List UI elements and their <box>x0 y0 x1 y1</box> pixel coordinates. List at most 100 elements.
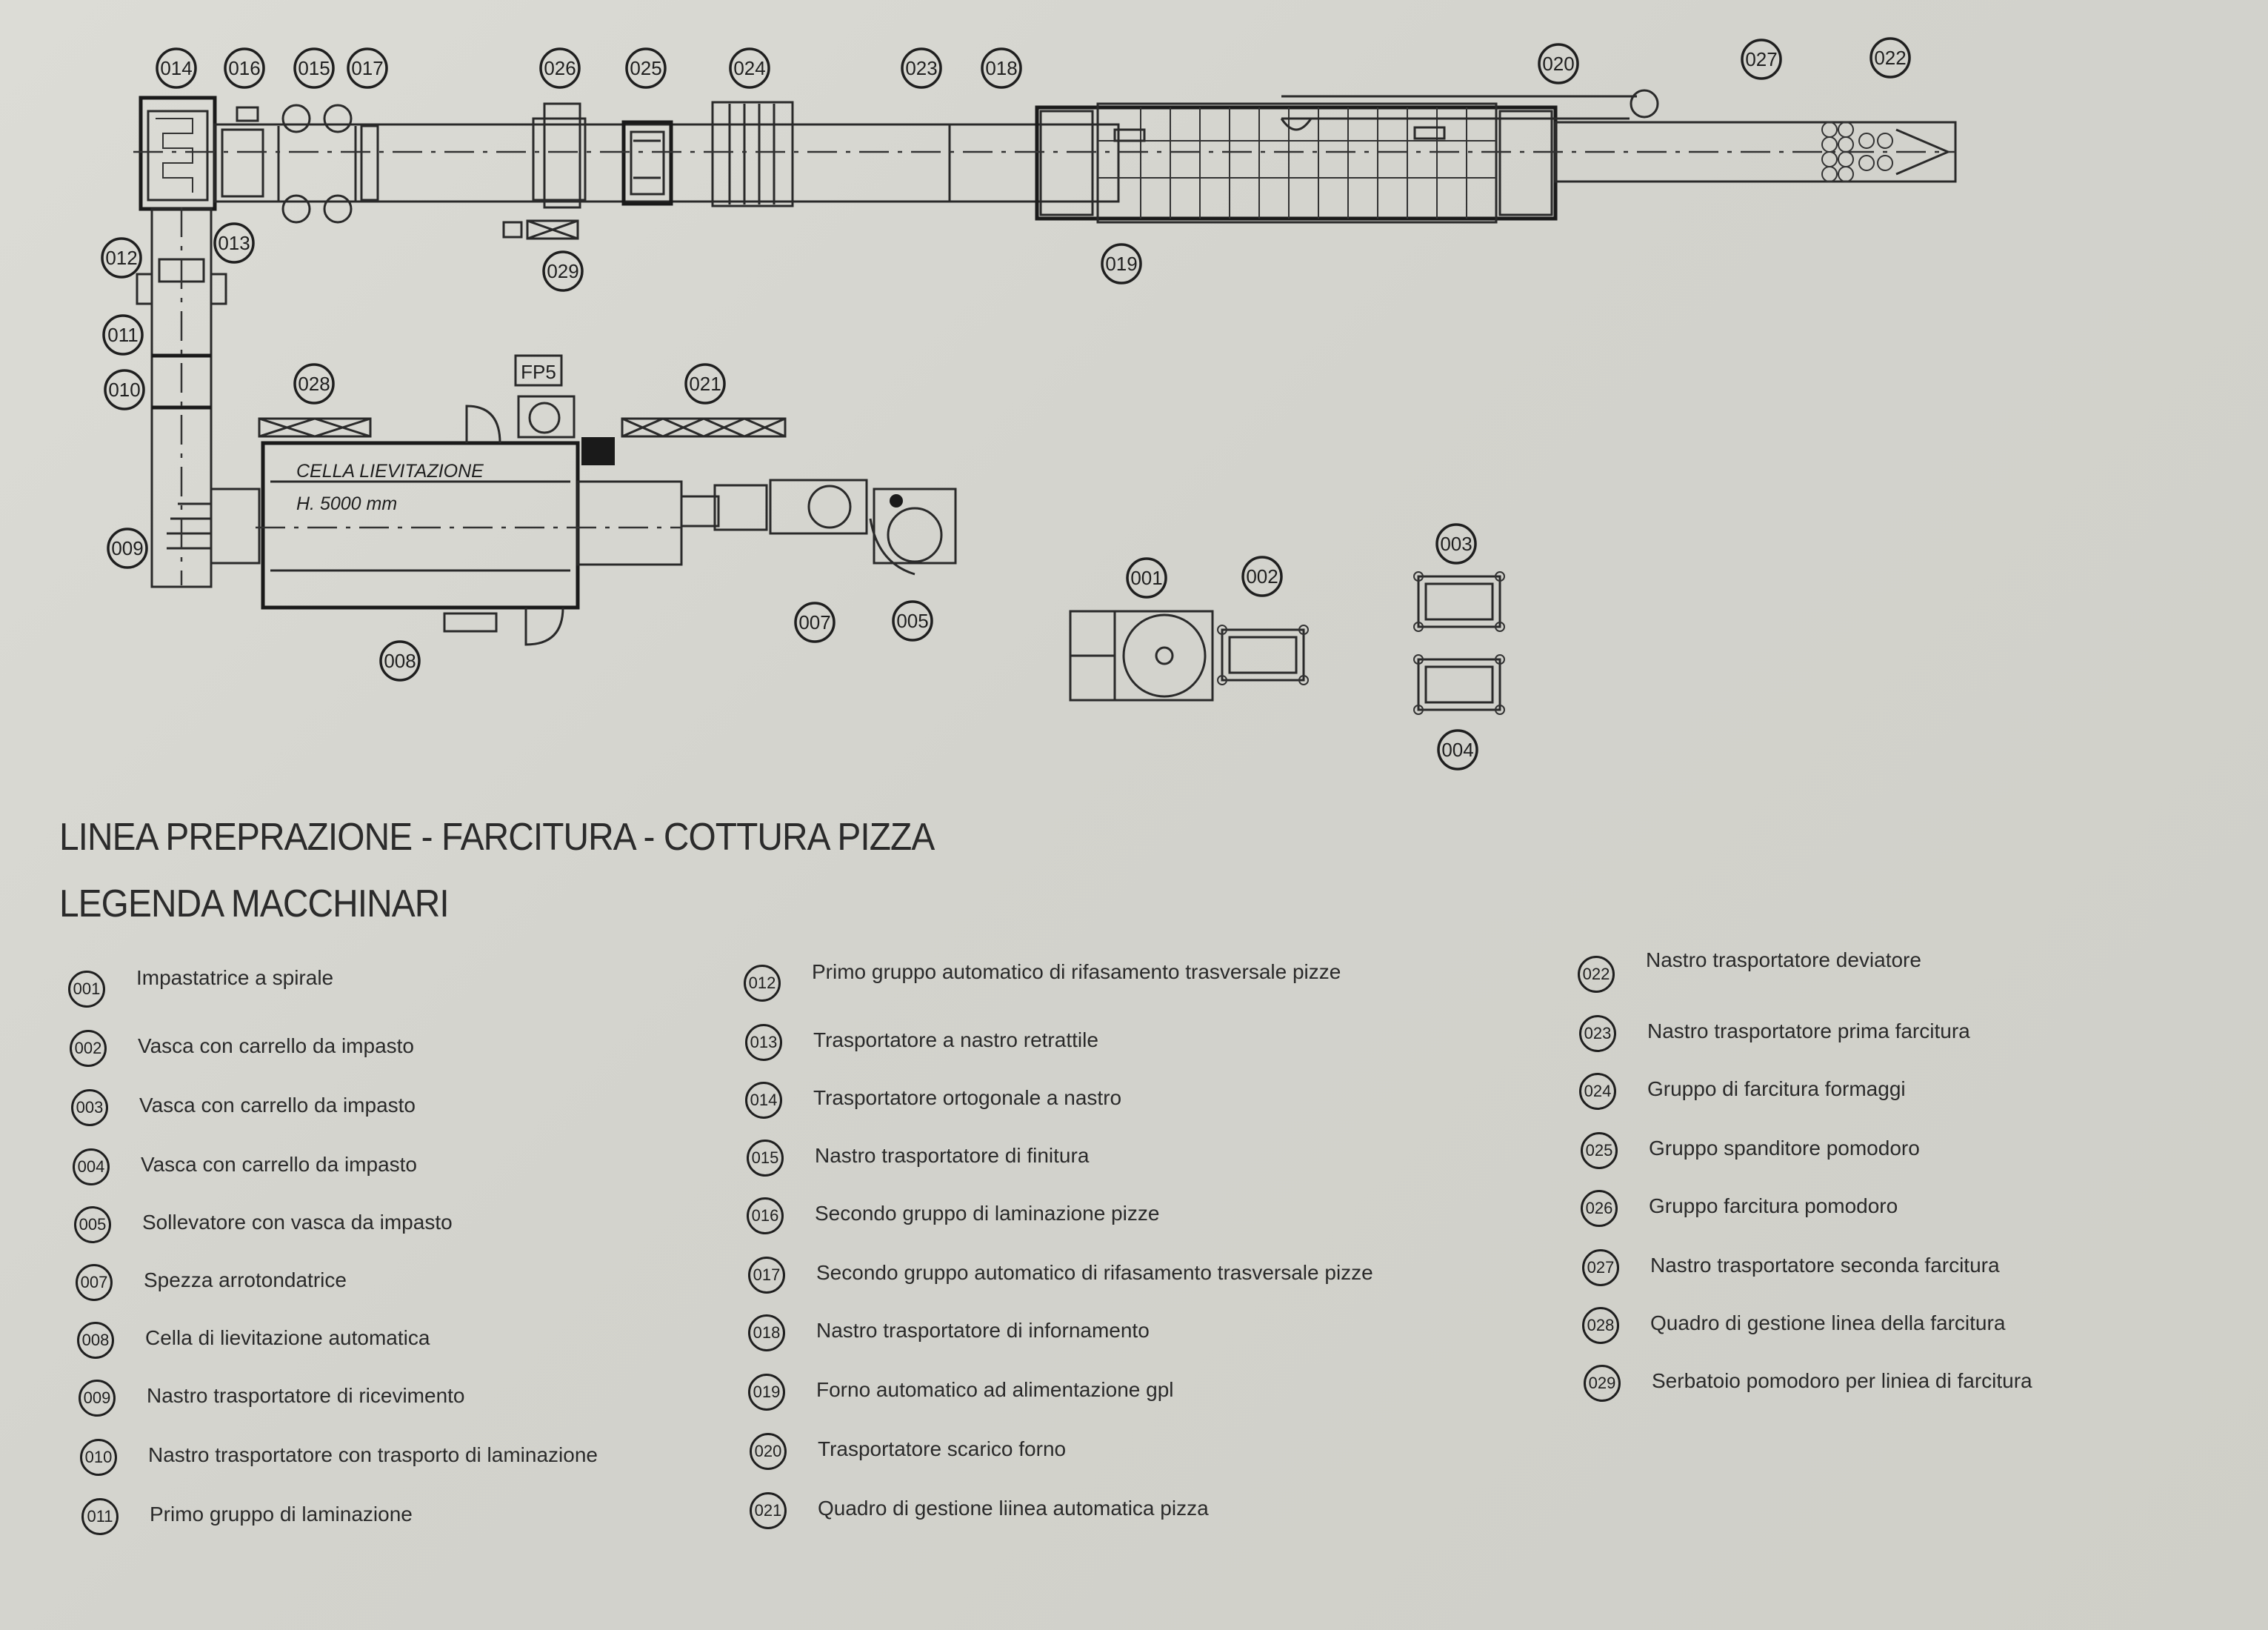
svg-text:029: 029 <box>547 260 578 282</box>
callout-007: 007 <box>794 602 836 643</box>
callout-023: 023 <box>901 47 942 89</box>
left-vertical-conveyor <box>136 207 261 588</box>
legend-text: Impastatrice a spirale <box>136 966 334 989</box>
legend-code: 012 <box>744 965 781 1002</box>
svg-text:027: 027 <box>1745 48 1777 70</box>
callout-014: 014 <box>156 47 197 89</box>
svg-text:020: 020 <box>1542 53 1574 75</box>
callout-011: 011 <box>102 314 144 356</box>
legend-text: Nastro trasportatore di ricevimento <box>147 1384 465 1407</box>
svg-text:007: 007 <box>798 611 830 633</box>
svg-text:024: 024 <box>733 57 765 79</box>
legend-code: 019 <box>748 1374 785 1411</box>
legend-code: 016 <box>747 1197 784 1234</box>
svg-text:022: 022 <box>1874 47 1906 69</box>
legend-code: 007 <box>76 1264 113 1301</box>
callout-029: 029 <box>542 250 584 292</box>
legend-text: Quadro di gestione linea della farcitura <box>1650 1311 2006 1334</box>
svg-text:009: 009 <box>111 537 143 559</box>
legend-title: LEGENDA MACCHINARI <box>59 882 450 925</box>
legend-text: Nastro trasportatore prima farcitura <box>1647 1019 1970 1042</box>
legend-text: Sollevatore con vasca da impasto <box>142 1211 453 1234</box>
callout-019: 019 <box>1101 243 1142 285</box>
callout-008: 008 <box>379 640 421 682</box>
legend-text: Trasportatore ortogonale a nastro <box>813 1086 1122 1109</box>
cell-height-label: H. 5000 mm <box>296 493 397 514</box>
legend-text: Trasportatore scarico forno <box>818 1437 1067 1460</box>
svg-text:019: 019 <box>1105 253 1137 275</box>
callout-004: 004 <box>1437 729 1478 771</box>
svg-text:018: 018 <box>985 57 1017 79</box>
legend-text: Serbatoio pomodoro per liniea di farcitu… <box>1652 1369 2032 1392</box>
legend-code: 008 <box>77 1322 114 1359</box>
svg-text:026: 026 <box>544 57 576 79</box>
legend-text: Primo gruppo automatico di rifasamento t… <box>812 960 1341 983</box>
legend-code: 024 <box>1579 1073 1616 1110</box>
callout-026: 026 <box>539 47 581 89</box>
svg-text:004: 004 <box>1441 739 1473 761</box>
page-title: LINEA PREPRAZIONE - FARCITURA - COTTURA … <box>59 816 935 859</box>
callout-015: 015 <box>293 47 335 89</box>
mixer-and-tubs <box>1069 571 1505 715</box>
svg-text:002: 002 <box>1246 565 1278 588</box>
svg-text:028: 028 <box>298 373 330 395</box>
legend-code: 002 <box>70 1030 107 1067</box>
legend-text: Primo gruppo di laminazione <box>150 1503 413 1526</box>
svg-text:012: 012 <box>105 247 137 269</box>
legend-code: 029 <box>1584 1365 1621 1402</box>
legend-text: Trasportatore a nastro retrattile <box>813 1028 1098 1051</box>
callout-028: 028 <box>293 363 335 405</box>
callout-005: 005 <box>892 600 933 642</box>
svg-text:017: 017 <box>351 57 383 79</box>
legend-code: 017 <box>748 1257 785 1294</box>
legend-text: Vasca con carrello da impasto <box>141 1153 417 1176</box>
legend-text: Nastro trasportatore seconda farcitura <box>1650 1254 2000 1277</box>
svg-text:011: 011 <box>107 324 138 346</box>
legend-text: Secondo gruppo automatico di rifasamento… <box>816 1261 1373 1284</box>
legend-code: 026 <box>1581 1190 1618 1227</box>
legend-code: 027 <box>1582 1249 1619 1286</box>
callout-027: 027 <box>1741 39 1782 80</box>
legend-text: Nastro trasportatore di infornamento <box>816 1319 1150 1342</box>
legend-code: 023 <box>1579 1015 1616 1052</box>
cell-name-label: CELLA LIEVITAZIONE <box>296 461 484 482</box>
legend-text: Vasca con carrello da impasto <box>138 1034 414 1057</box>
svg-text:013: 013 <box>218 232 250 254</box>
svg-text:025: 025 <box>630 57 661 79</box>
legend-text: Spezza arrotondatrice <box>144 1268 347 1291</box>
legend-text: Vasca con carrello da impasto <box>139 1094 416 1117</box>
legend-code: 004 <box>73 1148 110 1185</box>
callout-020: 020 <box>1538 43 1579 84</box>
legend-code: 014 <box>745 1082 782 1119</box>
legend-code: 005 <box>74 1206 111 1243</box>
svg-text:003: 003 <box>1440 533 1472 555</box>
legend-text: Cella di lievitazione automatica <box>145 1326 430 1349</box>
callout-017: 017 <box>347 47 388 89</box>
svg-text:023: 023 <box>905 57 937 79</box>
callout-001: 001 <box>1126 557 1167 599</box>
legend-code: 013 <box>745 1024 782 1061</box>
svg-text:005: 005 <box>896 610 928 632</box>
legend-text: Gruppo spanditore pomodoro <box>1649 1137 1920 1160</box>
svg-text:008: 008 <box>384 650 416 672</box>
legend-code: 011 <box>81 1498 119 1535</box>
callout-012: 012 <box>101 237 142 279</box>
legend-text: Nastro trasportatore di finitura <box>815 1144 1090 1167</box>
legend-text: Secondo gruppo di laminazione pizze <box>815 1202 1160 1225</box>
callout-022: 022 <box>1870 37 1911 79</box>
callout-003: 003 <box>1435 523 1477 565</box>
svg-text:001: 001 <box>1130 567 1162 589</box>
legend-code: 021 <box>750 1492 787 1529</box>
fp5-label: FP5 <box>521 361 556 383</box>
callout-016: 016 <box>224 47 265 89</box>
fp5-tag: FP5 <box>514 354 563 387</box>
legend-text: Forno automatico ad alimentazione gpl <box>816 1378 1174 1401</box>
callout-018: 018 <box>981 47 1022 89</box>
svg-text:010: 010 <box>108 379 140 401</box>
legend-code: 010 <box>80 1439 117 1476</box>
legend-text: Gruppo farcitura pomodoro <box>1649 1194 1898 1217</box>
callout-bubbles: 014 016 015 017 026 025 024 023 018 020 … <box>101 37 1911 771</box>
svg-text:014: 014 <box>160 57 192 79</box>
legend-code: 025 <box>1581 1132 1618 1169</box>
